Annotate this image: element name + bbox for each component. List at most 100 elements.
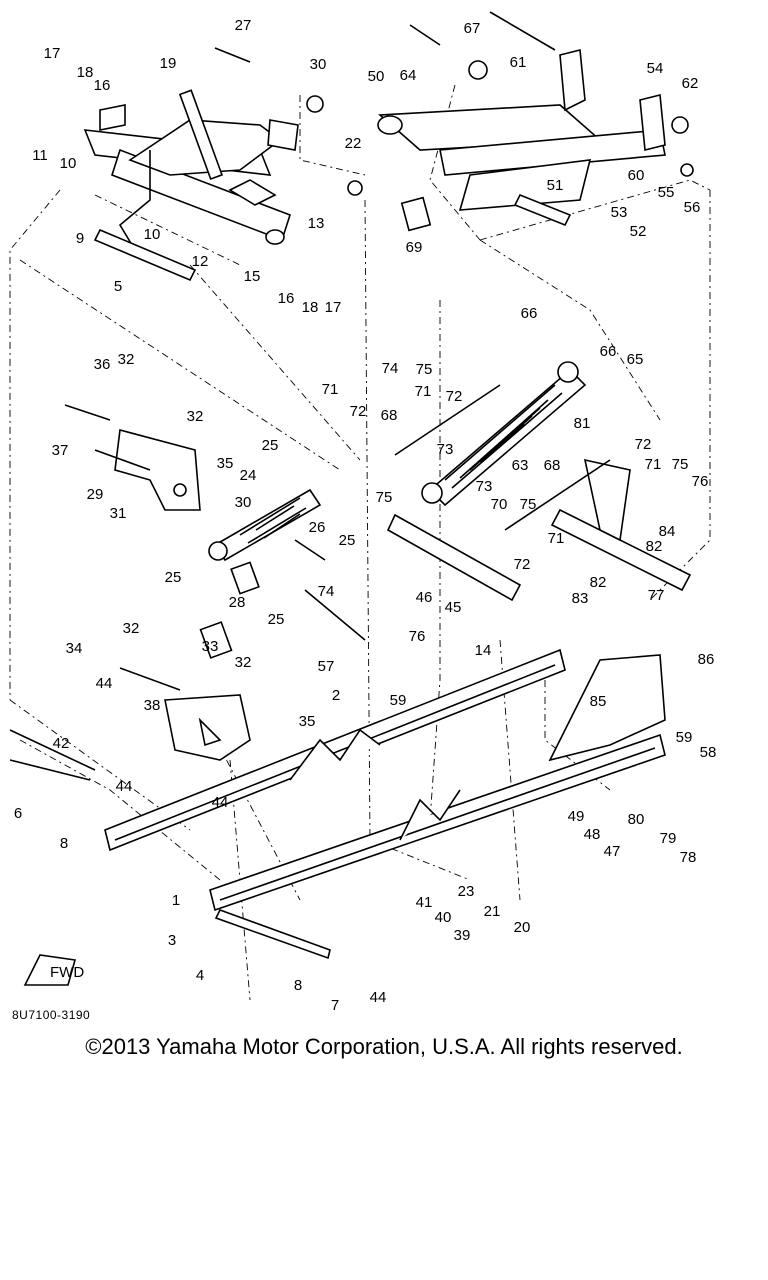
callout-47: 47 bbox=[604, 843, 621, 860]
callout-18: 18 bbox=[302, 299, 319, 316]
callout-85: 85 bbox=[590, 693, 607, 710]
callout-40: 40 bbox=[435, 909, 452, 926]
callout-79: 79 bbox=[660, 830, 677, 847]
rear-shock-absorber bbox=[421, 361, 587, 507]
callout-55: 55 bbox=[658, 184, 675, 201]
callout-11: 11 bbox=[32, 147, 48, 164]
callout-72: 72 bbox=[350, 403, 367, 420]
callout-83: 83 bbox=[572, 590, 589, 607]
callout-20: 20 bbox=[514, 919, 531, 936]
callout-77: 77 bbox=[648, 587, 665, 604]
callout-52: 52 bbox=[630, 223, 647, 240]
callout-44: 44 bbox=[96, 675, 113, 692]
callout-8: 8 bbox=[60, 835, 68, 852]
callout-8: 8 bbox=[294, 977, 302, 994]
callout-25: 25 bbox=[262, 437, 279, 454]
callout-75: 75 bbox=[376, 489, 393, 506]
callout-49: 49 bbox=[568, 808, 585, 825]
callout-32: 32 bbox=[187, 408, 204, 425]
callout-71: 71 bbox=[415, 383, 432, 400]
callout-70: 70 bbox=[491, 496, 508, 513]
callout-68: 68 bbox=[381, 407, 398, 424]
callout-58: 58 bbox=[700, 744, 717, 761]
callout-5: 5 bbox=[114, 278, 122, 295]
callout-37: 37 bbox=[52, 442, 69, 459]
front-shock-absorber bbox=[208, 488, 322, 562]
callout-28: 28 bbox=[229, 594, 246, 611]
copyright-notice: ©2013 Yamaha Motor Corporation, U.S.A. A… bbox=[85, 1034, 683, 1059]
callout-50: 50 bbox=[368, 68, 385, 85]
callout-24: 24 bbox=[240, 467, 257, 484]
callout-54: 54 bbox=[647, 60, 664, 77]
callout-73: 73 bbox=[476, 478, 493, 495]
callout-25: 25 bbox=[339, 532, 356, 549]
left-slide-rail bbox=[104, 648, 566, 852]
callout-72: 72 bbox=[514, 556, 531, 573]
callout-21: 21 bbox=[484, 903, 501, 920]
callout-15: 15 bbox=[244, 268, 261, 285]
callout-68: 68 bbox=[544, 457, 561, 474]
callout-17: 17 bbox=[325, 299, 342, 316]
callout-82: 82 bbox=[590, 574, 607, 591]
callout-75: 75 bbox=[672, 456, 689, 473]
callout-51: 51 bbox=[547, 177, 564, 194]
callout-32: 32 bbox=[118, 351, 135, 368]
callout-71: 71 bbox=[645, 456, 662, 473]
rear-pivot-shaft bbox=[386, 458, 692, 602]
callout-27: 27 bbox=[235, 17, 252, 34]
callout-38: 38 bbox=[144, 697, 161, 714]
callout-32: 32 bbox=[123, 620, 140, 637]
callout-32: 32 bbox=[235, 654, 252, 671]
callout-45: 45 bbox=[445, 599, 462, 616]
callout-82: 82 bbox=[646, 538, 663, 555]
callout-10: 10 bbox=[144, 226, 161, 243]
callout-80: 80 bbox=[628, 811, 645, 828]
callout-43: 43 bbox=[402, 1007, 419, 1010]
callout-48: 48 bbox=[584, 826, 601, 843]
callout-25: 25 bbox=[268, 611, 285, 628]
callout-75: 75 bbox=[416, 361, 433, 378]
callout-71: 71 bbox=[548, 530, 565, 547]
callout-39: 39 bbox=[454, 927, 471, 944]
callout-73: 73 bbox=[437, 441, 454, 458]
callout-42: 42 bbox=[53, 735, 70, 752]
callout-72: 72 bbox=[635, 436, 652, 453]
callout-16: 16 bbox=[94, 77, 111, 94]
callout-1: 1 bbox=[172, 892, 180, 909]
callout-16: 16 bbox=[278, 290, 295, 307]
callout-67: 67 bbox=[464, 20, 481, 37]
callout-66: 66 bbox=[521, 305, 538, 322]
callout-78: 78 bbox=[680, 849, 697, 866]
callout-76: 76 bbox=[409, 628, 426, 645]
callout-34: 34 bbox=[66, 640, 83, 657]
callout-56: 56 bbox=[684, 199, 701, 216]
callout-60: 60 bbox=[628, 167, 645, 184]
callout-22: 22 bbox=[345, 135, 362, 152]
callout-17: 17 bbox=[44, 45, 61, 62]
front-pivot-bracket bbox=[114, 428, 201, 511]
callout-9: 9 bbox=[76, 230, 84, 247]
callout-65: 65 bbox=[627, 351, 644, 368]
callout-4: 4 bbox=[196, 967, 204, 984]
callout-23: 23 bbox=[458, 883, 475, 900]
callout-10: 10 bbox=[60, 155, 77, 172]
callout-75: 75 bbox=[520, 496, 537, 513]
part-number-callouts: 1234567889101011121314151616171718181920… bbox=[14, 17, 717, 1010]
callout-12: 12 bbox=[192, 253, 209, 270]
svg-text:FWD: FWD bbox=[50, 964, 84, 981]
right-slide-rail bbox=[209, 654, 666, 960]
front-direction-marker: FWD bbox=[23, 954, 84, 986]
callout-61: 61 bbox=[510, 54, 527, 71]
callout-69: 69 bbox=[406, 239, 423, 256]
callout-44: 44 bbox=[116, 778, 133, 795]
callout-66: 66 bbox=[600, 343, 617, 360]
callout-59: 59 bbox=[676, 729, 693, 746]
callout-53: 53 bbox=[611, 204, 628, 221]
callout-71: 71 bbox=[322, 381, 339, 398]
callout-25: 25 bbox=[165, 569, 182, 586]
callout-81: 81 bbox=[574, 415, 591, 432]
callout-57: 57 bbox=[318, 658, 335, 675]
callout-74: 74 bbox=[318, 583, 335, 600]
callout-62: 62 bbox=[682, 75, 699, 92]
